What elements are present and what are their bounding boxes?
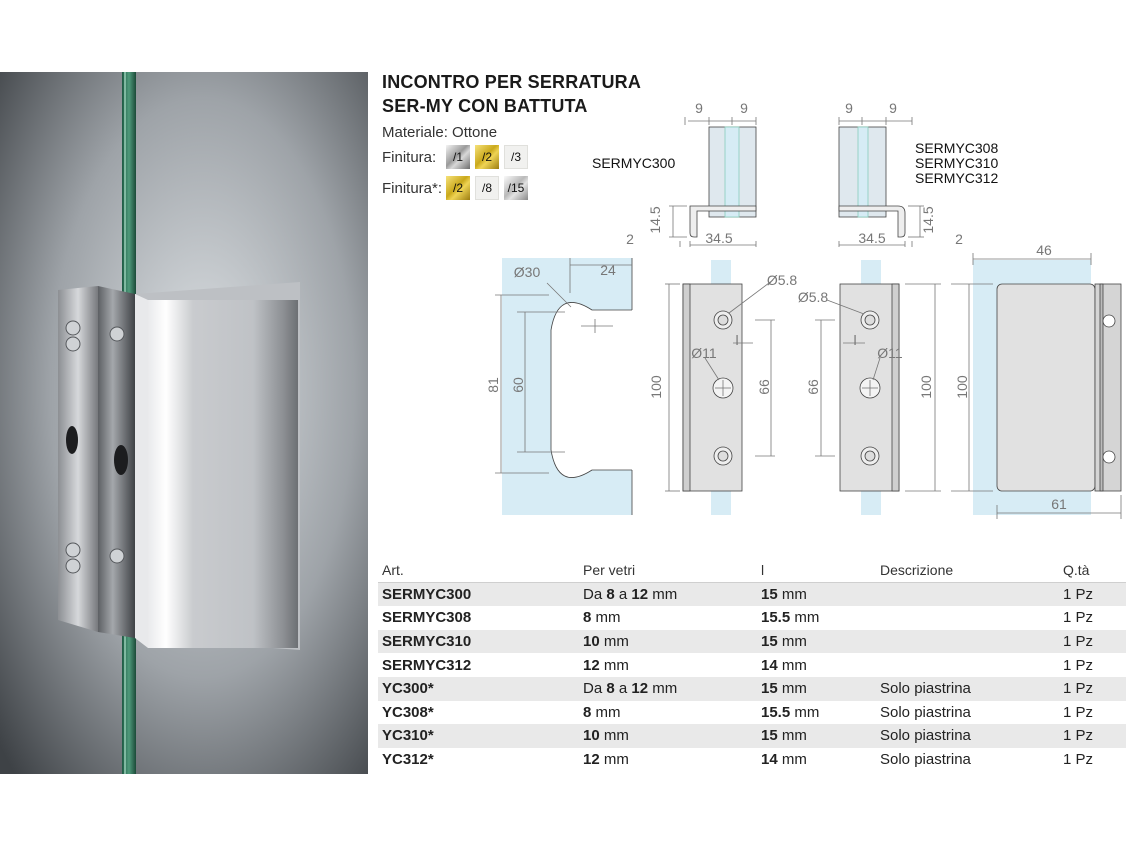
cell-l: 15.5 mm (761, 703, 820, 721)
dim-diameter-11-b: Ø11 (877, 345, 903, 361)
cell-art: SERMYC312 (382, 656, 472, 674)
dim-diameter-5-8-a: Ø5.8 (767, 272, 798, 288)
dim-81: 81 (485, 377, 501, 393)
dim-24: 24 (600, 262, 616, 278)
dim-34-left: 34.5 (705, 230, 732, 246)
dim-2-right: 2 (955, 231, 963, 247)
dim-l-a: l (735, 332, 738, 348)
dim-14-right: 14.5 (920, 206, 936, 233)
cell-qta: 1 Pz (1063, 585, 1094, 603)
cell-per-vetri: Da 8 a 12 mm (583, 585, 678, 603)
technical-drawing: 9 9 9 9 14.5 14.5 2 2 34.5 34.5 Ø30 24 8… (475, 95, 1126, 530)
cell-art: SERMYC308 (382, 609, 472, 627)
cell-qta: 1 Pz (1063, 633, 1094, 651)
dim-diameter-11-a: Ø11 (691, 345, 717, 361)
cell-per-vetri: 10 mm (583, 633, 629, 651)
table-row: SERMYC310 10 mm 15 mm 1 Pz (378, 629, 1126, 654)
dim-diameter-30: Ø30 (514, 264, 541, 280)
dim-66-a: 66 (756, 379, 772, 395)
drawing-label-sermyc312: SERMYC312 (915, 170, 998, 186)
cell-descrizione: Solo piastrina (880, 751, 971, 769)
drawing-label-sermyc300: SERMYC300 (592, 155, 675, 171)
dim-l-b: l (853, 332, 856, 348)
cell-art: SERMYC300 (382, 585, 472, 603)
cell-per-vetri: 8 mm (583, 609, 621, 627)
finish-alt-row: Finitura*: /2 /8 /15 (382, 176, 533, 200)
cell-per-vetri: Da 8 a 12 mm (583, 680, 678, 698)
table-row: SERMYC308 8 mm 15.5 mm 1 Pz (378, 606, 1126, 630)
cell-qta: 1 Pz (1063, 751, 1094, 769)
cell-l: 15 mm (761, 727, 807, 745)
cell-l: 15 mm (761, 680, 807, 698)
cell-l: 15 mm (761, 585, 807, 603)
dim-diameter-5-8-b: Ø5.8 (798, 289, 829, 305)
cell-descrizione: Solo piastrina (880, 703, 971, 721)
dim-top-right-b: 9 (889, 100, 897, 116)
cell-qta: 1 Pz (1063, 656, 1094, 674)
dim-14-left: 14.5 (647, 206, 663, 233)
dim-100-c: 100 (954, 375, 970, 399)
dim-100-b: 100 (918, 375, 934, 399)
finish-swatch-chrome: /1 (446, 145, 470, 169)
cell-per-vetri: 12 mm (583, 751, 629, 769)
cell-descrizione: Solo piastrina (880, 727, 971, 745)
dim-61: 61 (1051, 496, 1067, 512)
dim-66-b: 66 (805, 379, 821, 395)
finish-swatch-white: /3 (504, 145, 528, 169)
cell-l: 14 mm (761, 751, 807, 769)
cell-per-vetri: 12 mm (583, 656, 629, 674)
header-l: l (761, 562, 765, 579)
finish-swatch-gold: /2 (475, 145, 499, 169)
finish-row: Finitura: /1 /2 /3 (382, 145, 533, 169)
drawing-label-sermyc308: SERMYC308 (915, 140, 998, 156)
dim-top-left-a: 9 (695, 100, 703, 116)
cell-art: YC310* (382, 727, 434, 745)
cell-qta: 1 Pz (1063, 703, 1094, 721)
finish-alt-swatch-white: /8 (475, 176, 499, 200)
finish-label: Finitura: (382, 148, 437, 166)
cell-qta: 1 Pz (1063, 680, 1094, 698)
table-row: SERMYC300 Da 8 a 12 mm 15 mm 1 Pz (378, 582, 1126, 607)
drawing-label-sermyc310: SERMYC310 (915, 155, 998, 171)
dim-46: 46 (1036, 242, 1052, 258)
dim-2-left: 2 (626, 231, 634, 247)
spec-table-header: Art. Per vetri l Descrizione Q.tà (378, 559, 1126, 583)
dim-top-left-b: 9 (740, 100, 748, 116)
dim-60: 60 (510, 377, 526, 393)
cell-l: 14 mm (761, 656, 807, 674)
cell-l: 15.5 mm (761, 609, 820, 627)
finish-alt-swatch-grey: /15 (504, 176, 528, 200)
product-photo (0, 72, 368, 774)
dim-34-right: 34.5 (858, 230, 885, 246)
cell-art: YC312* (382, 751, 434, 769)
cell-qta: 1 Pz (1063, 727, 1094, 745)
cell-descrizione: Solo piastrina (880, 680, 971, 698)
header-per-vetri: Per vetri (583, 562, 636, 579)
header-descrizione: Descrizione (880, 562, 954, 579)
finish-alt-label: Finitura*: (382, 179, 443, 197)
table-row: SERMYC312 12 mm 14 mm 1 Pz (378, 653, 1126, 677)
dim-100-a: 100 (648, 375, 664, 399)
product-title-line2: SER-MY CON BATTUTA (382, 96, 588, 116)
header-art: Art. (382, 562, 404, 579)
material-label: Materiale: Ottone (382, 124, 498, 141)
header-qta: Q.tà (1063, 562, 1090, 579)
cell-art: YC308* (382, 703, 434, 721)
cell-per-vetri: 8 mm (583, 703, 621, 721)
finish-alt-swatch-gold: /2 (446, 176, 470, 200)
spec-table: Art. Per vetri l Descrizione Q.tà SERMYC… (378, 559, 1126, 771)
table-row: YC300* Da 8 a 12 mm 15 mm Solo piastrina… (378, 676, 1126, 701)
table-row: YC308* 8 mm 15.5 mm Solo piastrina 1 Pz (378, 701, 1126, 725)
table-row: YC312* 12 mm 14 mm Solo piastrina 1 Pz (378, 748, 1126, 772)
cell-qta: 1 Pz (1063, 609, 1094, 627)
cell-l: 15 mm (761, 633, 807, 651)
cell-art: YC300* (382, 680, 434, 698)
product-title-line1: INCONTRO PER SERRATURA (382, 72, 642, 92)
dim-top-right-a: 9 (845, 100, 853, 116)
cell-art: SERMYC310 (382, 633, 472, 651)
table-row: YC310* 10 mm 15 mm Solo piastrina 1 Pz (378, 724, 1126, 748)
cell-per-vetri: 10 mm (583, 727, 629, 745)
